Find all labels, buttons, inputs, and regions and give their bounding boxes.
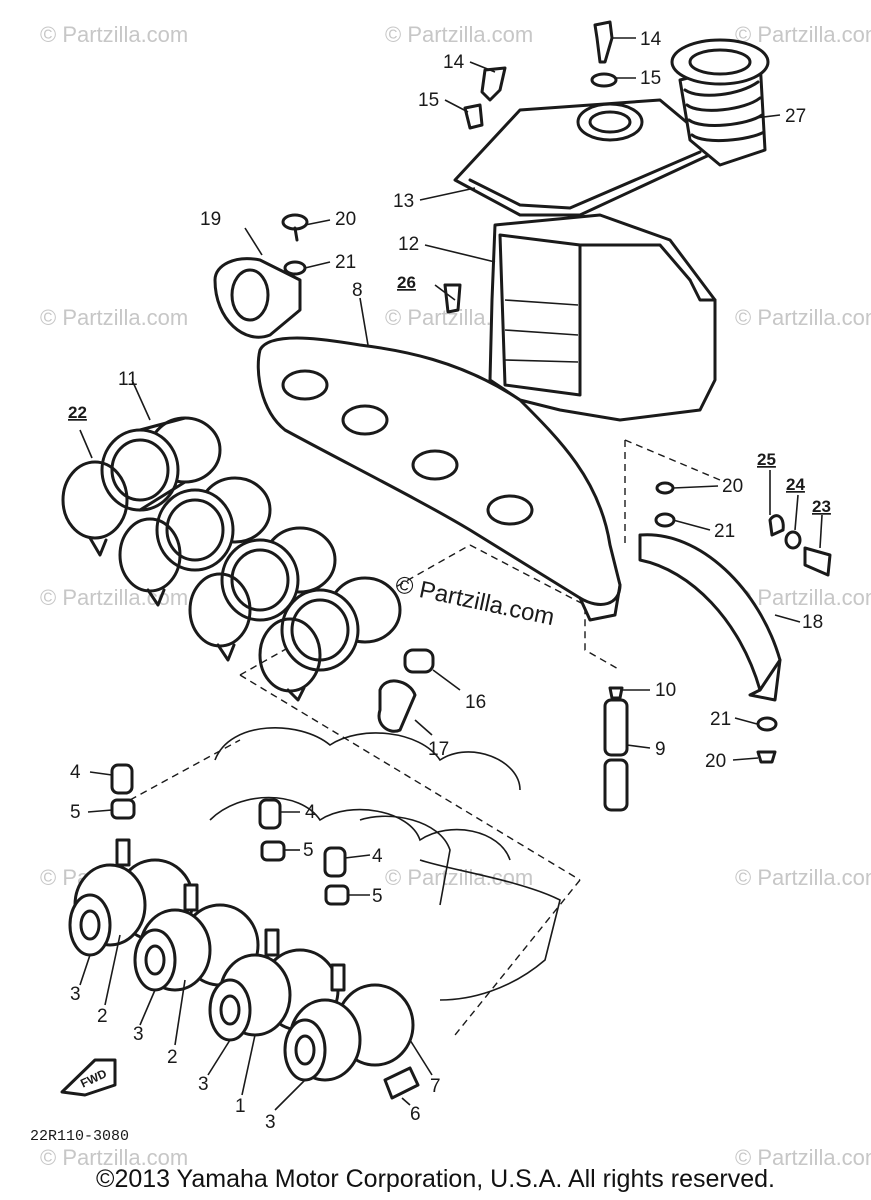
callout-13: 13 xyxy=(393,191,414,212)
callout-10: 10 xyxy=(655,680,676,701)
small-hardware xyxy=(281,20,832,764)
air-cleaner-case xyxy=(488,213,717,422)
callout-2: 2 xyxy=(97,1006,108,1027)
watermark-layer: © Partzilla.com © Partzilla.com © Partzi… xyxy=(40,22,871,1170)
callout-4: 4 xyxy=(372,846,383,867)
callout-15: 15 xyxy=(640,68,661,89)
callout-19: 19 xyxy=(200,209,221,230)
center-watermark: © Partzilla.com xyxy=(393,571,557,631)
callout-3: 3 xyxy=(70,984,81,1005)
watermark: © Partzilla.com xyxy=(735,22,871,47)
callout-15: 15 xyxy=(418,90,439,111)
callout-21: 21 xyxy=(710,709,731,730)
callout-5: 5 xyxy=(372,886,383,907)
hose-clamps xyxy=(61,460,322,702)
callout-5: 5 xyxy=(303,840,314,861)
callout-22: 22 xyxy=(68,403,87,422)
callout-8: 8 xyxy=(352,280,363,301)
callout-20: 20 xyxy=(705,751,726,772)
watermark: © Partzilla.com xyxy=(40,1145,188,1170)
callout-25: 25 xyxy=(757,450,776,469)
watermark: © Partzilla.com xyxy=(735,585,871,610)
watermark: © Partzilla.com xyxy=(385,22,533,47)
callout-4: 4 xyxy=(70,762,81,783)
callout-21: 21 xyxy=(335,252,356,273)
callout-18: 18 xyxy=(802,612,823,633)
callout-27: 27 xyxy=(785,106,806,127)
callout-7: 7 xyxy=(430,1076,441,1097)
callout-2: 2 xyxy=(167,1047,178,1068)
callout-4: 4 xyxy=(305,802,316,823)
carb-blocks xyxy=(110,763,350,906)
hoses-and-fittings xyxy=(377,648,629,812)
callout-20: 20 xyxy=(722,476,743,497)
callout-labels: 14 15 14 15 27 13 12 20 21 19 26 8 11 22… xyxy=(68,29,831,1133)
filter-element xyxy=(256,336,622,622)
intake-joints xyxy=(100,416,402,672)
air-box-cover xyxy=(453,98,722,217)
callout-3: 3 xyxy=(198,1074,209,1095)
engine-outline xyxy=(209,727,561,1001)
callout-3: 3 xyxy=(133,1024,144,1045)
watermark: © Partzilla.com xyxy=(735,1145,871,1170)
callout-9: 9 xyxy=(655,739,666,760)
callout-26: 26 xyxy=(397,273,416,292)
watermark: © Partzilla.com xyxy=(40,22,188,47)
bracket-19 xyxy=(213,257,302,339)
intake-duct xyxy=(670,38,770,167)
watermark: © Partzilla.com xyxy=(40,585,188,610)
callout-11: 11 xyxy=(118,369,138,390)
callout-17: 17 xyxy=(428,739,449,760)
callout-3: 3 xyxy=(265,1112,276,1133)
callout-1: 1 xyxy=(235,1096,246,1117)
callout-5: 5 xyxy=(70,802,81,823)
callout-6: 6 xyxy=(410,1104,421,1125)
watermark: © Partzilla.com xyxy=(385,865,533,890)
callout-14: 14 xyxy=(443,52,465,73)
copyright-notice: ©2013 Yamaha Motor Corporation, U.S.A. A… xyxy=(96,1165,775,1193)
callout-24: 24 xyxy=(786,475,805,494)
callout-12: 12 xyxy=(398,234,419,255)
leader-lines xyxy=(79,37,823,1111)
bracket-18 xyxy=(638,533,782,702)
diagram-code: 22R110-3080 xyxy=(30,1128,129,1145)
callout-16: 16 xyxy=(465,692,486,713)
carb-joints xyxy=(68,838,415,1082)
callout-23: 23 xyxy=(812,497,831,516)
callout-20: 20 xyxy=(335,209,356,230)
callout-21: 21 xyxy=(714,521,735,542)
watermark: © Partzilla.com xyxy=(735,865,871,890)
screw-6 xyxy=(383,1066,420,1100)
watermark: © Partzilla.com xyxy=(735,305,871,330)
watermark: © Partzilla.com xyxy=(40,305,188,330)
callout-14: 14 xyxy=(640,29,662,50)
forward-arrow-icon: FWD xyxy=(60,1058,117,1097)
